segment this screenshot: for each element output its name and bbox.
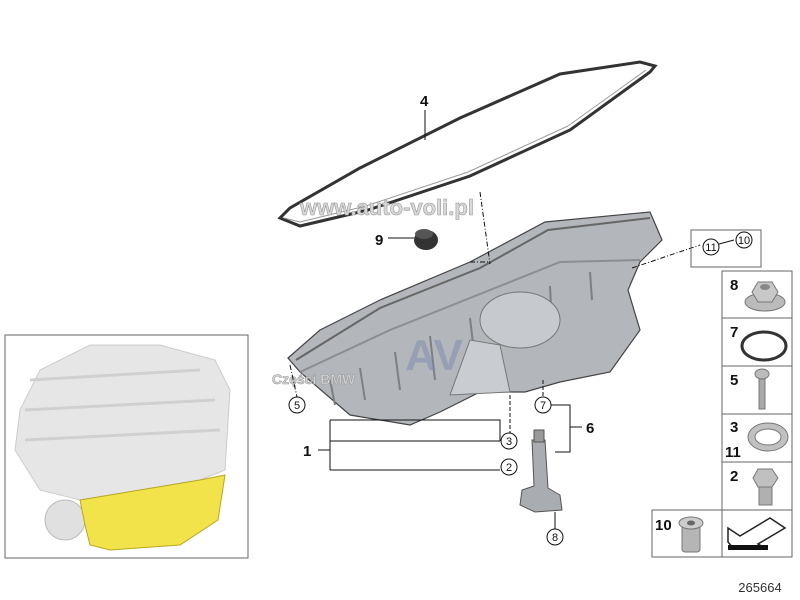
watermark-site: www.auto-voli.pl <box>299 195 474 220</box>
callout-9: 9 <box>375 232 383 249</box>
callout-3: 3 <box>506 436 512 448</box>
watermark-brand: Części BMW <box>272 371 356 387</box>
reference-box <box>690 229 762 268</box>
part-label: 7 <box>730 324 738 341</box>
part-bolt[interactable]: 5 <box>730 368 770 410</box>
part-screw-plug[interactable]: 10 <box>655 516 704 553</box>
part-label: 3 <box>730 419 738 436</box>
callout-8: 8 <box>552 532 558 544</box>
part-drain-plug[interactable]: 2 <box>730 468 779 506</box>
part-o-ring[interactable]: 7 <box>730 324 788 362</box>
part-label: 2 <box>730 468 738 485</box>
callout-2: 2 <box>506 462 512 474</box>
arrow-symbol <box>727 517 787 550</box>
callout-circle-3 <box>500 432 518 450</box>
callout-6: 6 <box>586 420 594 437</box>
callout-circle-5 <box>288 396 306 414</box>
callout-11: 11 <box>705 242 716 254</box>
part-label: 10 <box>655 517 672 534</box>
watermark-logo: AV <box>405 331 464 380</box>
part-label: 11 <box>725 444 741 461</box>
callout-10: 10 <box>738 235 750 247</box>
part-label: 8 <box>730 277 738 294</box>
engine-inset-box <box>4 334 249 559</box>
callout-circle-8 <box>546 528 564 546</box>
leader-line <box>289 364 298 398</box>
callout-1: 1 <box>303 443 311 460</box>
part-box-10 <box>651 509 723 558</box>
callout-circle-10 <box>735 231 753 249</box>
oil-pan-gasket[interactable] <box>277 60 658 228</box>
highlighted-oil-pan <box>79 474 226 551</box>
part-label: 5 <box>730 372 738 389</box>
oil-filler-cap[interactable] <box>414 229 438 250</box>
callout-4: 4 <box>420 93 429 110</box>
leader-line <box>631 244 701 269</box>
engine-inset <box>14 344 231 551</box>
bracket-lines <box>318 419 501 471</box>
callout-circle-11 <box>702 238 720 256</box>
oil-pan[interactable] <box>287 211 663 426</box>
bracket-lines <box>551 404 582 453</box>
callout-circle-2 <box>500 458 518 476</box>
leader-line <box>479 191 491 265</box>
oil-level-sensor[interactable] <box>519 429 563 513</box>
callout-7: 7 <box>540 400 546 412</box>
callout-5: 5 <box>294 400 300 412</box>
side-parts-column <box>721 270 793 558</box>
part-sealing-ring[interactable]: 3 11 <box>725 419 789 461</box>
part-flange-nut[interactable]: 8 <box>730 277 786 312</box>
diagram-number: 265664 <box>738 580 781 595</box>
leader-line <box>718 239 735 245</box>
